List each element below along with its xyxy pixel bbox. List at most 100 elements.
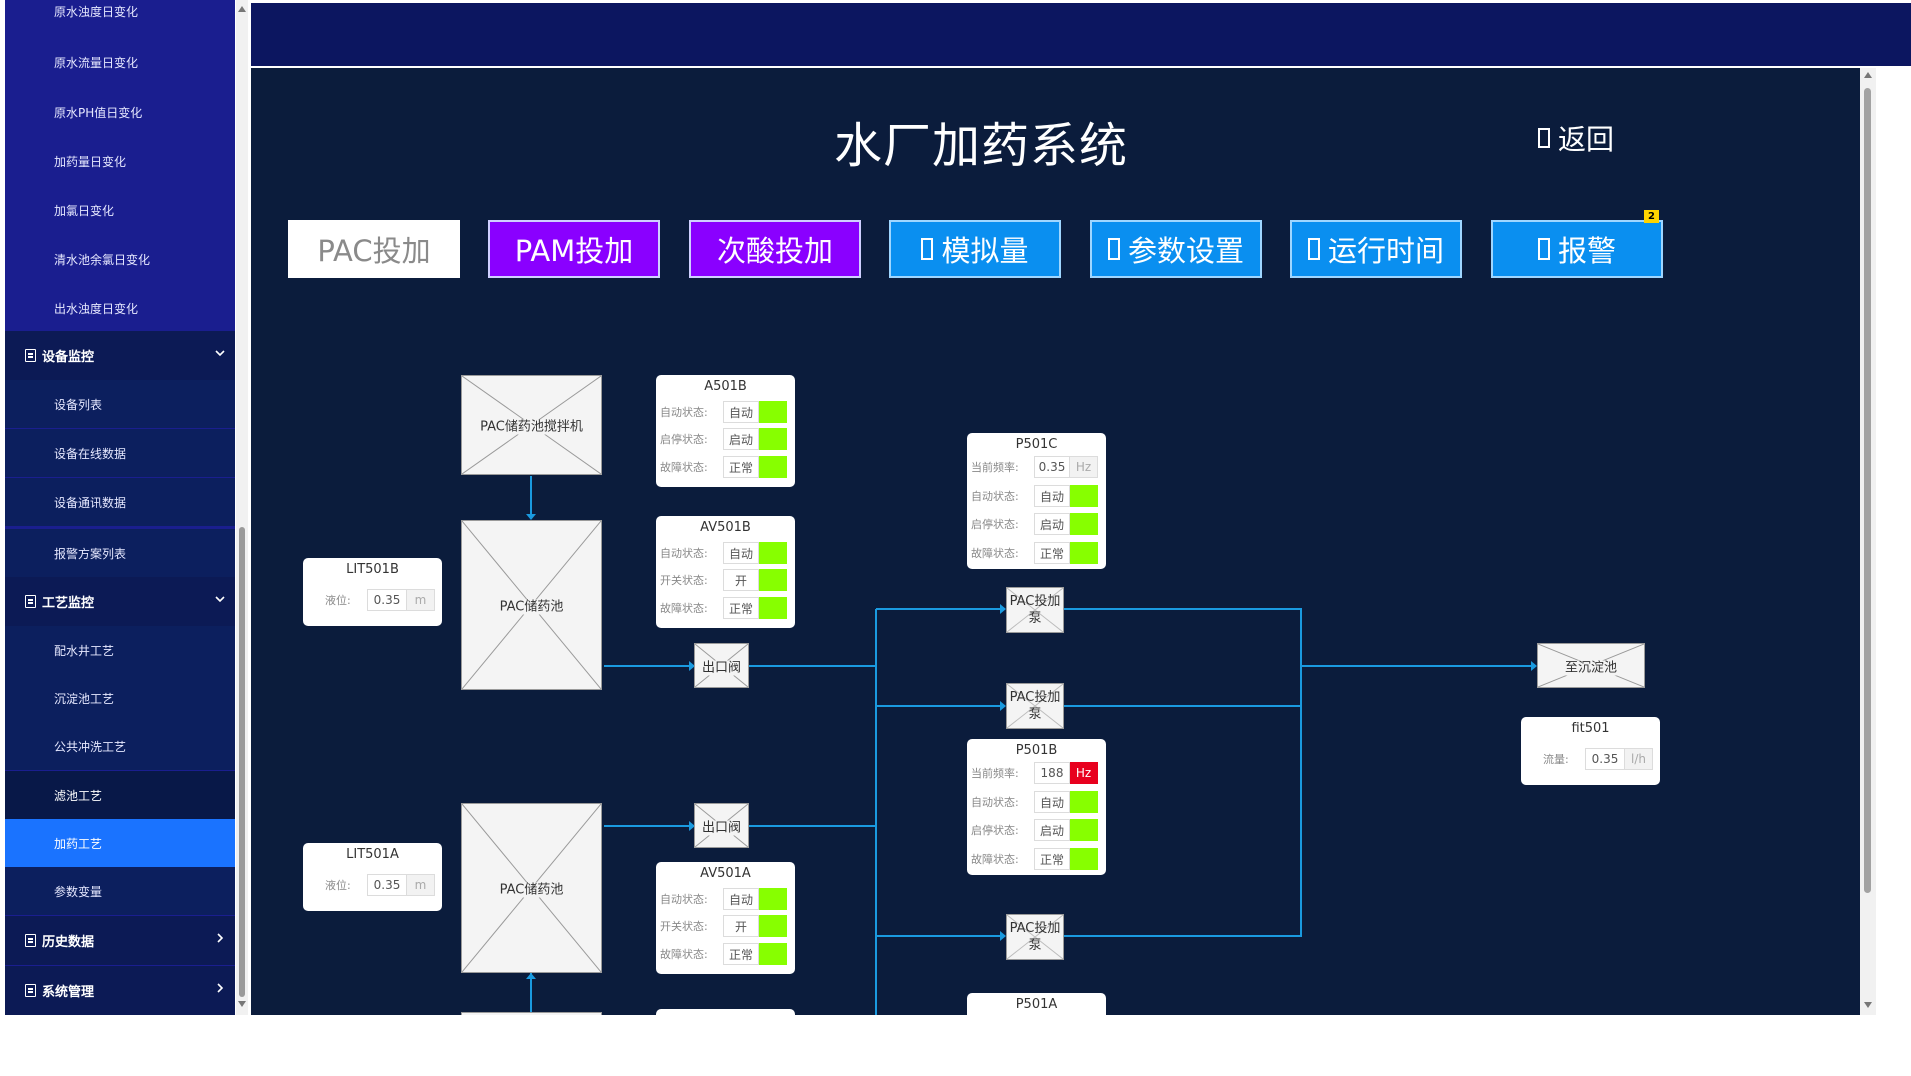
sidebar-item-chlorine[interactable]: 加氯日变化	[54, 203, 115, 218]
back-button[interactable]: 返回	[1538, 118, 1614, 158]
sidebar-group-process[interactable]: 工艺监控	[5, 577, 235, 626]
sidebar-scroll-thumb[interactable]	[239, 527, 245, 997]
sidebar-item-device-online[interactable]: 设备在线数据	[5, 429, 235, 477]
status-indicator	[1070, 848, 1098, 870]
frequency-value: 0.35	[1034, 456, 1070, 478]
tab-label: 模拟量	[941, 234, 1029, 268]
card-title: P501B	[1015, 743, 1058, 758]
status-value: 正常	[1034, 848, 1070, 870]
tab-parameter-settings[interactable]: 参数设置	[1090, 220, 1262, 278]
pump-label: 泵	[1028, 938, 1042, 953]
tab-pac-dosing[interactable]: PAC投加	[288, 220, 460, 278]
status-value: 正常	[723, 456, 759, 478]
level-value: 0.35	[367, 874, 407, 896]
status-indicator	[1070, 513, 1098, 535]
sidebar-scrollbar[interactable]	[236, 0, 248, 1015]
status-value: 自动	[723, 888, 759, 910]
status-value: 正常	[1034, 542, 1070, 564]
sidebar-item-parameters[interactable]: 参数变量	[5, 867, 235, 915]
status-row: 故障状态:正常	[971, 541, 1098, 565]
sidebar-group-equipment[interactable]: 设备监控	[5, 331, 235, 380]
status-card-partial	[656, 1009, 795, 1015]
status-indicator	[1070, 791, 1098, 813]
sidebar-item-dosing[interactable]: 加药量日变化	[54, 154, 127, 169]
sidebar-item-device-list[interactable]: 设备列表	[5, 380, 235, 428]
av501b-status-card: AV501B 自动状态:自动 开关状态:开 故障状态:正常	[656, 516, 795, 628]
status-row: 自动状态:自动	[660, 887, 787, 911]
frequency-unit: Hz	[1070, 456, 1098, 478]
status-value: 启动	[1034, 513, 1070, 535]
sidebar-group-history[interactable]: 历史数据	[5, 916, 235, 965]
pump-label: PAC投加	[1009, 594, 1061, 609]
tab-label: PAC投加	[317, 234, 431, 268]
sidebar-item-device-comm[interactable]: 设备通讯数据	[5, 478, 235, 526]
status-row: 启停状态:启动	[971, 512, 1098, 536]
status-indicator	[759, 597, 787, 619]
sidebar-item-sedimentation[interactable]: 沉淀池工艺	[5, 674, 235, 722]
document-icon	[25, 934, 36, 947]
sidebar-item-distribution-well[interactable]: 配水井工艺	[5, 626, 235, 674]
av501a-status-card: AV501A 自动状态:自动 开关状态:开 故障状态:正常	[656, 862, 795, 974]
card-title: P501A	[1015, 997, 1058, 1012]
status-indicator	[759, 915, 787, 937]
sidebar-item-residual-chlorine[interactable]: 清水池余氯日变化	[54, 252, 151, 267]
sidebar-item-alarm-plans[interactable]: 报警方案列表	[5, 529, 235, 577]
sidebar-group-system[interactable]: 系统管理	[5, 966, 235, 1015]
tab-alarm[interactable]: 报警	[1491, 220, 1663, 278]
pac-tank-mixer[interactable]: PAC储药池搅拌机	[461, 375, 602, 475]
card-title: LIT501A	[346, 847, 399, 862]
sidebar-item-raw-ph[interactable]: 原水PH值日变化	[54, 105, 143, 120]
main-scroll-thumb[interactable]	[1864, 88, 1871, 893]
sidebar-group-label: 设备监控	[42, 350, 95, 365]
sidebar-item-outlet-turbidity[interactable]: 出水浊度日变化	[54, 301, 139, 316]
sidebar-group-label: 系统管理	[42, 985, 95, 1000]
pac-dosing-pump-c[interactable]: PAC投加 泵	[1006, 587, 1064, 633]
sidebar-item-dosing-process[interactable]: 加药工艺	[5, 819, 235, 867]
status-value: 启动	[723, 428, 759, 450]
status-row: 自动状态:自动	[660, 400, 787, 424]
status-value: 开	[723, 569, 759, 591]
scroll-up-arrow-icon[interactable]	[1864, 72, 1872, 78]
status-row: 自动状态:自动	[971, 790, 1098, 814]
pac-tank-b[interactable]: PAC储药池	[461, 520, 602, 690]
tab-analog[interactable]: 模拟量	[889, 220, 1061, 278]
outlet-valve-a[interactable]: 出口阀	[694, 803, 749, 848]
valve-label: 出口阀	[700, 820, 742, 835]
status-row: 开关状态:开	[660, 568, 787, 592]
chevron-down-icon	[215, 350, 225, 357]
status-value: 自动	[1034, 485, 1070, 507]
back-label: 返回	[1558, 123, 1615, 156]
status-value: 开	[723, 915, 759, 937]
to-sedimentation-tank[interactable]: 至沉淀池	[1537, 643, 1645, 688]
pipe-network	[526, 476, 1537, 1015]
back-icon	[1538, 128, 1550, 148]
scroll-down-arrow-icon[interactable]	[238, 1001, 246, 1007]
sidebar-item-raw-turbidity[interactable]: 原水浊度日变化	[54, 4, 139, 19]
card-title: A501B	[704, 379, 747, 394]
pac-dosing-pump-b[interactable]: PAC投加 泵	[1006, 683, 1064, 729]
tab-pam-dosing[interactable]: PAM投加	[488, 220, 660, 278]
card-title: fit501	[1571, 721, 1610, 736]
level-unit: m	[407, 589, 435, 611]
scroll-up-arrow-icon[interactable]	[238, 6, 246, 12]
main-scrollbar[interactable]	[1860, 68, 1876, 1015]
card-title: P501C	[1015, 437, 1058, 452]
sidebar-item-flushing[interactable]: 公共冲洗工艺	[5, 722, 235, 770]
sidebar-item-filter[interactable]: 滤池工艺	[5, 771, 235, 819]
tab-hypochlorite-dosing[interactable]: 次酸投加	[689, 220, 861, 278]
pac-dosing-pump-a[interactable]: PAC投加 泵	[1006, 914, 1064, 960]
outlet-valve-b[interactable]: 出口阀	[694, 643, 749, 688]
status-indicator	[759, 542, 787, 564]
status-row: 启停状态:启动	[660, 427, 787, 451]
pac-tank-a[interactable]: PAC储药池	[461, 803, 602, 973]
sidebar-item-raw-flow[interactable]: 原水流量日变化	[54, 55, 139, 70]
tab-run-time[interactable]: 运行时间	[1290, 220, 1462, 278]
settings-icon	[1107, 238, 1120, 260]
scroll-down-arrow-icon[interactable]	[1864, 1002, 1872, 1008]
status-value: 启动	[1034, 819, 1070, 841]
